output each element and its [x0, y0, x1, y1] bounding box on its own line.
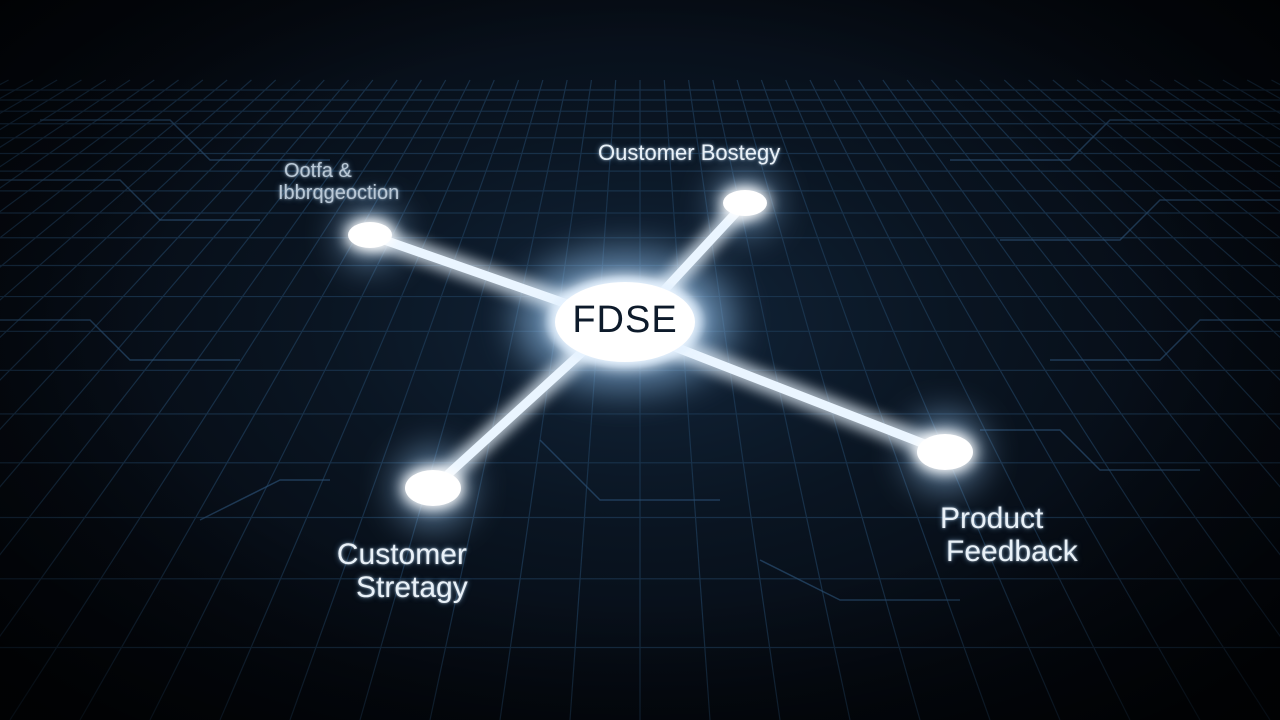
label-top-left: Ootfa & Ibbrqgeoction [278, 160, 399, 204]
hub-label: FDSE [572, 298, 678, 341]
label-bottom-left-line-2: Stretagy [356, 571, 468, 604]
label-top-left-line-2: Ibbrqgeoction [278, 182, 400, 204]
label-bottom-right-line-2: Feedback [946, 535, 1078, 568]
label-bottom-right: Product Feedback [940, 502, 1078, 568]
label-bottom-right-line-1: Product [940, 502, 1044, 535]
label-bottom-left-line-1: Customer [336, 538, 467, 571]
label-top-left-line-1: Ootfa & [284, 160, 352, 182]
label-bottom-left: Customer Stretagy [336, 538, 468, 604]
label-top-right: Oustomer Bostegy [598, 140, 781, 165]
label-top-right-line-1: Oustomer Bostegy [598, 140, 781, 165]
